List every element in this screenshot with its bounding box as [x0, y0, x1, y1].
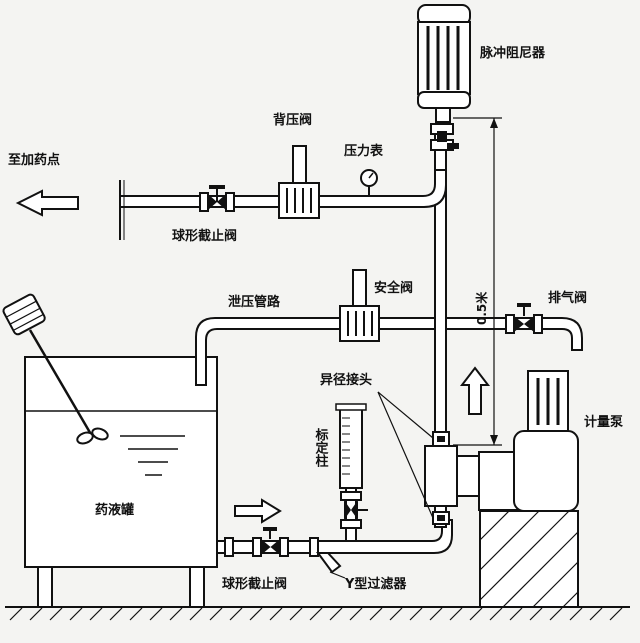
- relief-line-label: 泄压管路: [228, 294, 281, 310]
- pressure-gauge-icon: [360, 169, 378, 196]
- safety-valve-label: 安全阀: [374, 280, 413, 296]
- agitator: [2, 293, 109, 445]
- metering-pump: [479, 370, 579, 608]
- ball-valve-bottom: [252, 527, 289, 557]
- chemical-tank-label: 药液罐: [95, 502, 134, 518]
- ball-valve-top-label: 球形截止阀: [172, 228, 237, 244]
- reducer-label: 异径接头: [320, 372, 372, 388]
- pulse-damper-label: 脉冲阻尼器: [479, 45, 546, 61]
- height-dimension-label: 0.5米: [474, 291, 489, 325]
- metering-pump-label: 计量泵: [584, 414, 623, 430]
- flow-arrow-up-icon: [459, 366, 491, 415]
- flow-arrow-left-icon: [15, 189, 79, 217]
- y-strainer: [309, 537, 342, 574]
- back-pressure-valve: [278, 145, 320, 219]
- to-dosing-point-label: 至加药点: [8, 152, 60, 168]
- relief-return-pipe: [195, 317, 436, 386]
- calibration-column: [335, 403, 368, 542]
- vent-valve: [505, 303, 543, 334]
- reducer-leaders: [377, 391, 434, 519]
- chemical-tank: [24, 356, 218, 608]
- y-strainer-label: Y型过滤器: [344, 576, 407, 592]
- flow-arrow-right-icon: [234, 498, 282, 524]
- vent-branch: [445, 317, 583, 351]
- pump-head: [424, 445, 529, 511]
- ball-valve-top: [199, 185, 235, 212]
- calibration-column-label: 标定柱: [313, 427, 330, 468]
- height-dimension: [453, 117, 502, 446]
- vent-valve-label: 排气阀: [548, 290, 587, 306]
- y-strainer-leader: [329, 571, 346, 579]
- back-pressure-valve-label: 背压阀: [273, 112, 312, 128]
- safety-valve: [339, 269, 380, 342]
- ground: [5, 606, 630, 621]
- pulse-damper: [417, 4, 471, 151]
- pressure-gauge-label: 压力表: [344, 143, 384, 159]
- ball-valve-bottom-label: 球形截止阀: [222, 576, 287, 592]
